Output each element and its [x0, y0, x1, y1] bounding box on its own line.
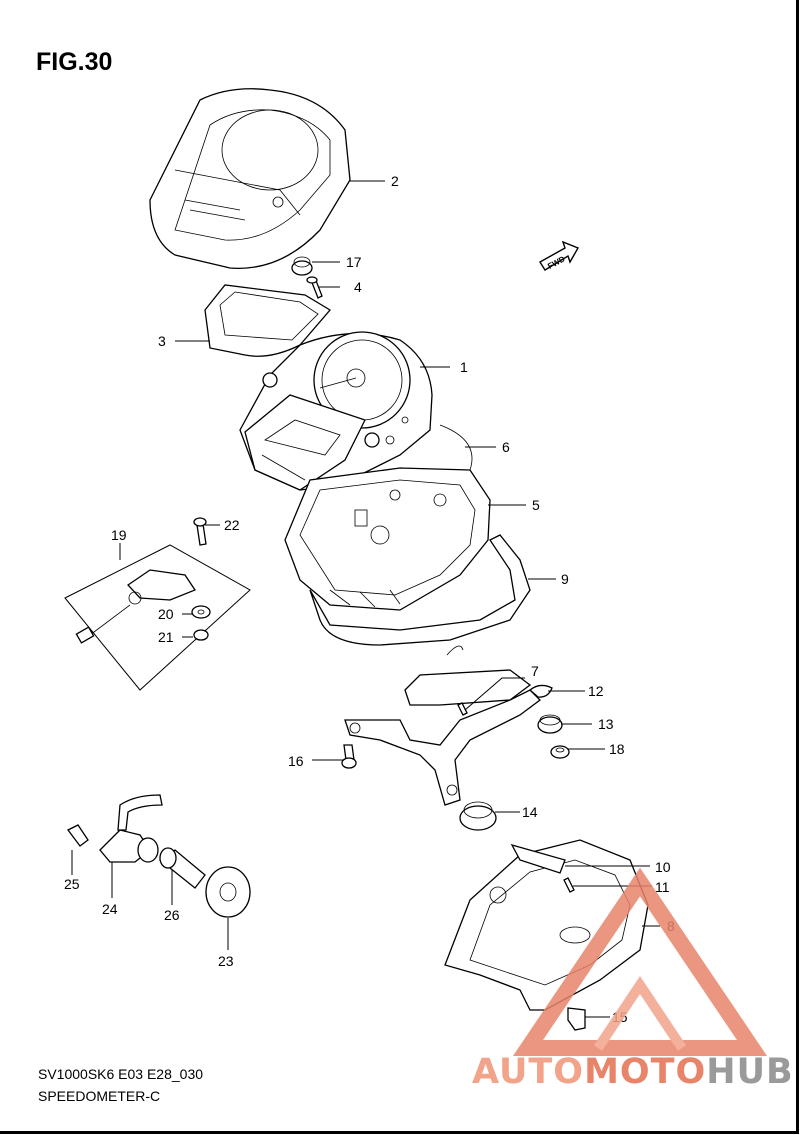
callout-3: 3	[158, 333, 166, 349]
clip-part	[528, 684, 553, 698]
clip-15-part	[567, 1007, 586, 1031]
bolt-25-part	[67, 824, 89, 847]
washer-20-part	[191, 605, 211, 619]
watermark-auto: AUTO	[472, 1052, 585, 1092]
callout-5: 5	[532, 497, 540, 513]
grommet-part	[291, 256, 313, 276]
bolt-22-part	[193, 517, 207, 546]
callout-25: 25	[64, 876, 80, 892]
callout-10: 10	[655, 859, 671, 875]
callout-4: 4	[354, 279, 362, 295]
callout-13: 13	[598, 716, 614, 732]
bolt-part	[457, 702, 468, 716]
callout-7: 7	[531, 663, 539, 679]
nut-21-part	[193, 629, 209, 641]
damper-part	[459, 801, 497, 831]
watermark-logo-icon	[512, 867, 768, 1056]
callout-20: 20	[158, 606, 174, 622]
meter-cover-part	[149, 88, 351, 269]
callout-9: 9	[561, 571, 569, 587]
screw-11-part	[563, 877, 575, 893]
watermark-moto: MOTO	[584, 1052, 707, 1092]
callout-23: 23	[218, 953, 234, 969]
watermark-hub: HUB	[706, 1052, 794, 1092]
callout-26: 26	[164, 907, 180, 923]
callout-14: 14	[522, 804, 538, 820]
callout-19: 19	[111, 527, 127, 543]
upper-bracket-part	[344, 645, 541, 806]
fwd-arrow-icon: FWD	[539, 240, 580, 271]
mount-bolt-part	[341, 744, 357, 769]
callout-12: 12	[588, 683, 604, 699]
meter-assembly-part	[239, 331, 433, 491]
collar-part	[550, 745, 570, 759]
case-gasket-part	[309, 534, 531, 646]
callout-24: 24	[102, 901, 118, 917]
callout-labels: 1 2 3 4 5 6 7 8 9 10 11 12 13 14 15 16 1…	[64, 173, 675, 1025]
callout-2: 2	[391, 173, 399, 189]
figure-title: FIG.30	[36, 48, 113, 76]
callout-6: 6	[502, 439, 510, 455]
figure-name: SPEEDOMETER-C	[38, 1088, 161, 1104]
sensor-kit-box	[64, 544, 251, 691]
callout-16: 16	[288, 753, 304, 769]
cushion-part	[537, 714, 563, 734]
callout-18: 18	[609, 741, 625, 757]
callout-21: 21	[158, 629, 174, 645]
rotor-23-part	[205, 866, 251, 918]
callout-22: 22	[224, 517, 240, 533]
screw-part	[306, 276, 323, 299]
figure-code: SV1000SK6 E03 E28_030	[38, 1066, 204, 1082]
watermark-brand-text: AUTOMOTOHUB	[472, 1052, 794, 1092]
bracket-10-part	[510, 843, 566, 874]
meter-case-part	[284, 467, 491, 611]
callout-11: 11	[655, 879, 670, 895]
sensor-part-24	[99, 794, 163, 863]
callout-1: 1	[460, 359, 468, 375]
callout-17: 17	[346, 254, 362, 270]
meter-lens-part	[204, 284, 331, 357]
bolt-26-part	[158, 847, 206, 889]
